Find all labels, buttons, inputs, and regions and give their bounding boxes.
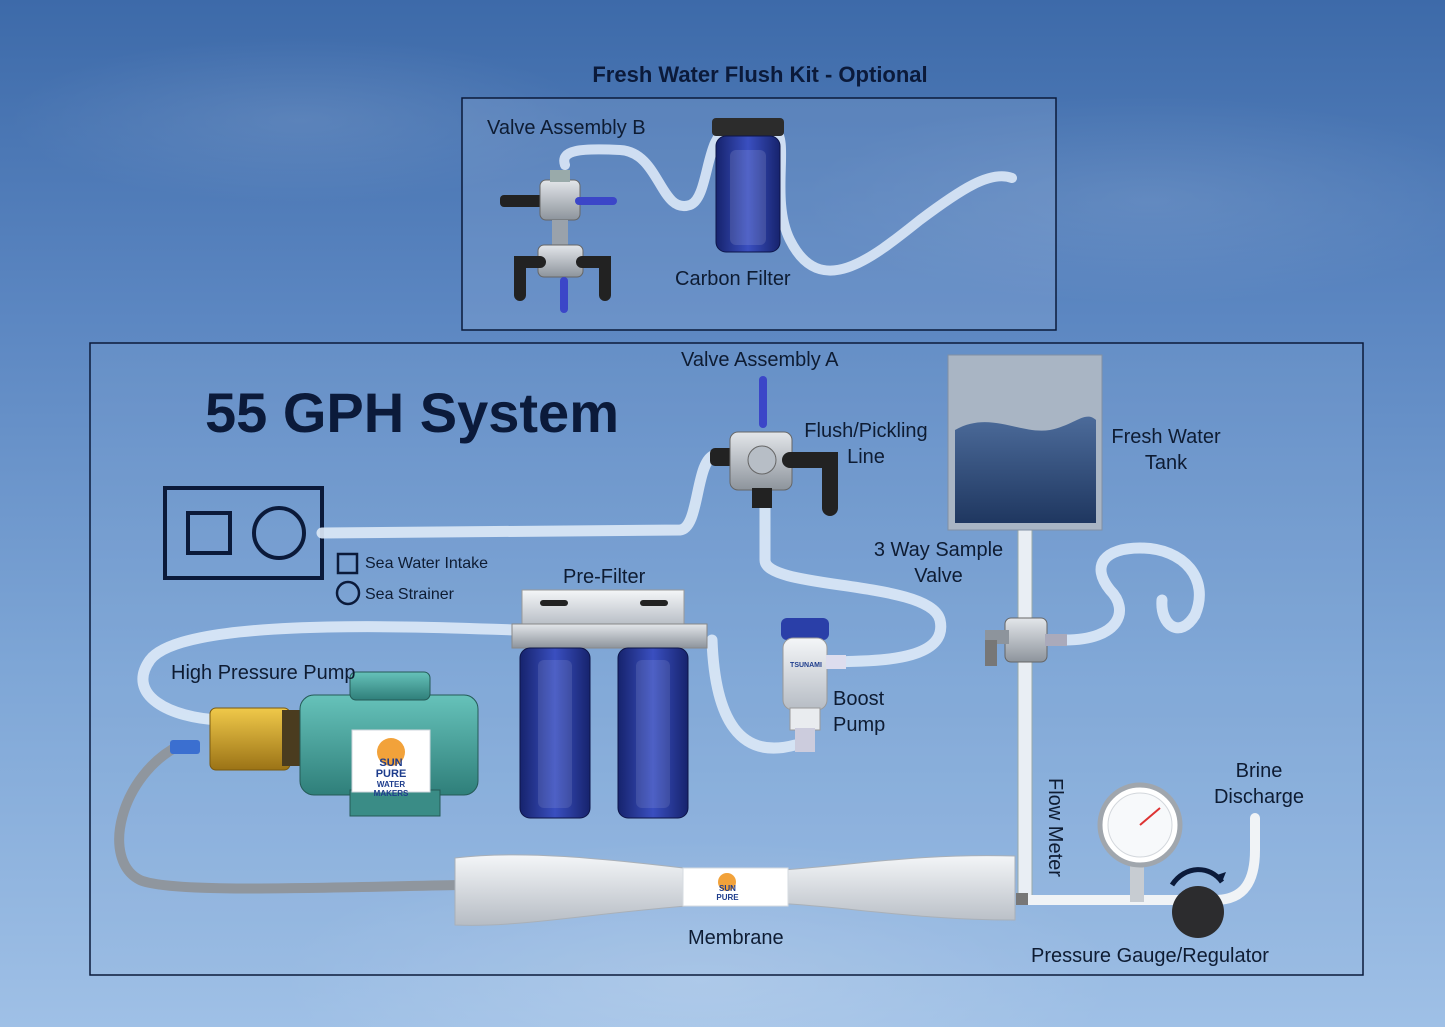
brine-text-1: Brine <box>1235 760 1283 782</box>
sea-strainer-legend: Sea Strainer <box>365 586 454 603</box>
boost-pump-label: Boost Pump <box>833 686 885 738</box>
tank-text-2: Tank <box>1144 452 1188 474</box>
brand-text-4: MAKERS <box>373 789 409 798</box>
brand-text-2: PURE <box>375 768 407 780</box>
kit-tubing <box>559 125 1017 276</box>
brine-discharge-label: Brine Discharge <box>1205 758 1313 810</box>
carbon-filter-graphic <box>712 118 784 253</box>
fresh-water-tank-graphic <box>947 354 1103 531</box>
sea-water-intake-square-icon <box>336 552 359 575</box>
sample-valve-label: 3 Way Sample Valve <box>866 537 1011 589</box>
membrane-brand-logo: SUN PURE <box>700 884 755 902</box>
flush-line-text-2: Line <box>847 446 885 468</box>
boost-text-2: Pump <box>833 714 886 736</box>
membrane-brand-2: PURE <box>716 893 739 902</box>
boost-pump-graphic <box>781 618 846 752</box>
sample-text-1: 3 Way Sample <box>873 539 1004 561</box>
membrane-graphic <box>454 854 1016 926</box>
flow-meter-label: Flow Meter <box>1044 778 1066 877</box>
valve-assembly-a-label: Valve Assembly A <box>681 349 839 371</box>
flow-meter-label-wrap: Flow Meter <box>1040 778 1066 888</box>
brand-text-3: WATER <box>376 780 406 789</box>
flush-pickling-line-label: Flush/Pickling Line <box>795 418 937 470</box>
prefilter-graphic <box>511 589 708 819</box>
system-title: 55 GPH System <box>205 381 619 444</box>
boost-text-1: Boost <box>833 688 885 710</box>
membrane-label: Membrane <box>688 927 784 949</box>
main-tubing <box>137 449 1205 754</box>
hp-hose <box>114 740 465 894</box>
carbon-filter-label: Carbon Filter <box>675 268 791 290</box>
hp-pump-graphic <box>170 671 479 817</box>
brand-text-1: SUN <box>379 757 403 769</box>
sample-valve-graphic <box>985 617 1067 666</box>
sea-strainer-circle-icon <box>335 580 361 606</box>
valve-assembly-a-graphic <box>710 376 838 516</box>
sample-text-2: Valve <box>914 565 963 587</box>
hp-pump-label: High Pressure Pump <box>171 662 356 684</box>
prefilter-label: Pre-Filter <box>563 566 646 588</box>
membrane-brand-1: SUN <box>719 884 736 893</box>
flush-kit-title: Fresh Water Flush Kit - Optional <box>592 62 928 87</box>
fresh-water-tank-label: Fresh Water Tank <box>1105 424 1227 476</box>
tank-text-1: Fresh Water <box>1111 426 1221 448</box>
pump-brand-logo: SUN PURE WATER MAKERS <box>356 757 426 799</box>
pressure-gauge-label: Pressure Gauge/Regulator <box>1031 945 1269 967</box>
boost-brand-logo: TSUNAMI <box>790 662 822 669</box>
flush-line-text-1: Flush/Pickling <box>804 420 928 442</box>
pressure-gauge-graphic <box>1016 782 1226 938</box>
product-line <box>1017 529 1033 901</box>
brine-text-2: Discharge <box>1213 786 1305 808</box>
valve-assembly-b-graphic <box>500 170 617 313</box>
sea-water-intake-legend: Sea Water Intake <box>365 555 489 572</box>
valve-assembly-b-label: Valve Assembly B <box>487 117 646 139</box>
